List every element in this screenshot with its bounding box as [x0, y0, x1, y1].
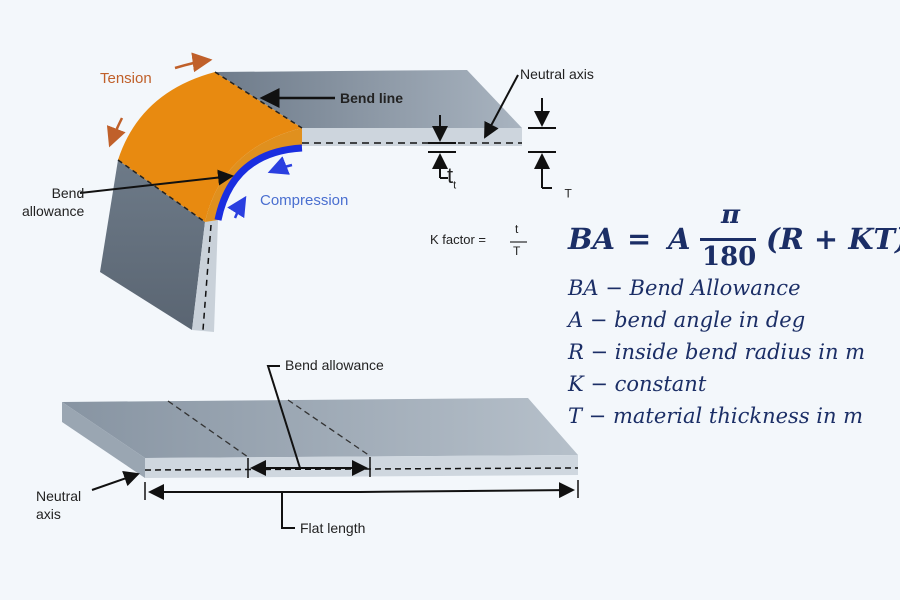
k-factor-denominator: T	[513, 244, 521, 258]
formula-fraction-bar	[700, 238, 756, 241]
bent-sheet	[79, 52, 556, 332]
k-factor-label: K factor =	[430, 232, 486, 247]
flat-sheet	[62, 365, 579, 529]
formula-angle: A	[668, 222, 691, 256]
k-factor-numerator: t	[515, 222, 519, 236]
neutral-axis-top-label: Neutral axis	[520, 66, 594, 82]
bend-allowance-arrow	[79, 169, 234, 194]
T-big-label: TT	[564, 186, 572, 201]
definition-a: A − bend angle in deg	[568, 308, 806, 332]
formula-pi: π	[721, 200, 741, 230]
formula-rhs: (R + KT)	[766, 222, 900, 256]
formula-lhs: BA	[568, 222, 616, 256]
tension-arrow-left	[106, 117, 126, 148]
definition-k: K − constant	[568, 372, 707, 396]
neutral-axis-bottom-arrow	[91, 471, 140, 491]
formula-180: 180	[702, 242, 757, 272]
compression-label: Compression	[260, 192, 349, 209]
t-small-label: tt	[447, 163, 457, 192]
tension-arrow-top	[174, 52, 213, 73]
definition-ba: BA − Bend Allowance	[568, 276, 801, 300]
flat-length-label: Flat length	[300, 520, 366, 536]
neutral-axis-bottom-label: Neutral axis	[36, 488, 82, 522]
tension-label: Tension	[100, 70, 152, 87]
definition-t: T − material thickness in m	[568, 404, 864, 428]
bend-allowance-top-label: Bend allowance	[22, 185, 85, 219]
formula-equals: =	[627, 222, 652, 256]
bend-allowance-leader	[266, 365, 301, 469]
compression-arc	[214, 144, 303, 221]
neutral-axis-arrow	[484, 74, 519, 139]
flat-length-leader	[281, 492, 295, 529]
compression-arrow-top	[267, 156, 293, 175]
definition-r: R − inside bend radius in m	[568, 340, 866, 364]
compression-arrow-bottom	[227, 195, 247, 219]
bend-allowance-bottom-label: Bend allowance	[285, 357, 384, 373]
bend-line-label: Bend line	[340, 90, 404, 106]
